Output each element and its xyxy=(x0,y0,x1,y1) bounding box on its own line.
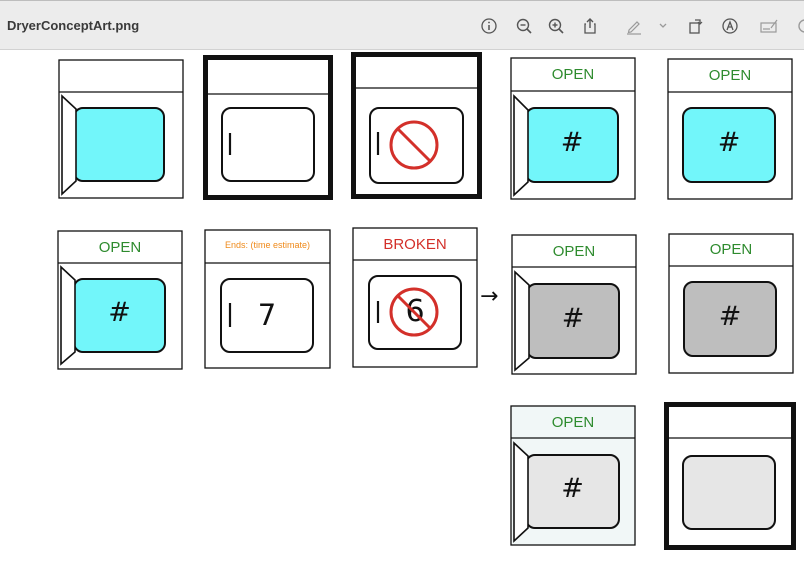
dryer-d6: OPEN # xyxy=(57,230,183,370)
markup-circle-a-icon[interactable] xyxy=(720,16,740,36)
chevron-down-icon[interactable] xyxy=(653,16,673,36)
dryer-d11: OPEN # xyxy=(510,405,636,546)
door-number-label: # xyxy=(108,297,131,328)
dryer-status-label: OPEN xyxy=(551,414,595,431)
transition-arrow: → xyxy=(480,284,499,309)
image-canvas: OPEN # OPEN # OPEN # Ends: (time estimat… xyxy=(0,50,804,573)
dryer-d1 xyxy=(58,59,184,199)
dryer-status-label: OPEN xyxy=(98,239,142,256)
dryer-status-label: Ends: (time estimate) xyxy=(224,240,311,250)
window-title: DryerConceptArt.png xyxy=(7,18,140,33)
zoom-out-icon[interactable] xyxy=(514,16,534,36)
zoom-in-icon[interactable] xyxy=(546,16,566,36)
dryer-d12 xyxy=(664,402,796,550)
dryer-d2 xyxy=(203,55,333,200)
dryer-status-label: OPEN xyxy=(709,241,753,258)
dryer-d9: OPEN # xyxy=(511,234,637,375)
door-number-label: 7 xyxy=(257,298,277,332)
info-icon[interactable] xyxy=(479,16,499,36)
signature-icon[interactable] xyxy=(759,16,779,36)
door-number-label: # xyxy=(718,301,742,332)
door-number-label: # xyxy=(561,303,585,334)
dryer-d4: OPEN # xyxy=(510,57,636,200)
door-number-label: # xyxy=(561,473,584,504)
share-icon[interactable] xyxy=(580,16,600,36)
dryer-status-label: OPEN xyxy=(552,243,596,260)
rotate-icon[interactable] xyxy=(685,16,705,36)
door-number-label: # xyxy=(717,127,741,158)
dryer-status-label: OPEN xyxy=(708,67,752,84)
dryer-d7: Ends: (time estimate) 7 xyxy=(204,229,331,369)
no-entry-icon xyxy=(389,120,439,170)
toolbar: DryerConceptArt.png xyxy=(0,0,804,50)
dryer-d3 xyxy=(351,52,482,199)
door-number-label: # xyxy=(560,127,584,158)
markup-pen-icon[interactable] xyxy=(624,16,644,36)
search-icon[interactable] xyxy=(795,16,804,36)
dryer-d10: OPEN # xyxy=(668,233,794,374)
dryer-d5: OPEN # xyxy=(667,58,793,200)
dryer-status-label: BROKEN xyxy=(383,236,447,253)
dryer-status-label: OPEN xyxy=(551,66,595,83)
dryer-d8: BROKEN 6 xyxy=(352,227,478,368)
no-entry-icon xyxy=(389,287,439,337)
